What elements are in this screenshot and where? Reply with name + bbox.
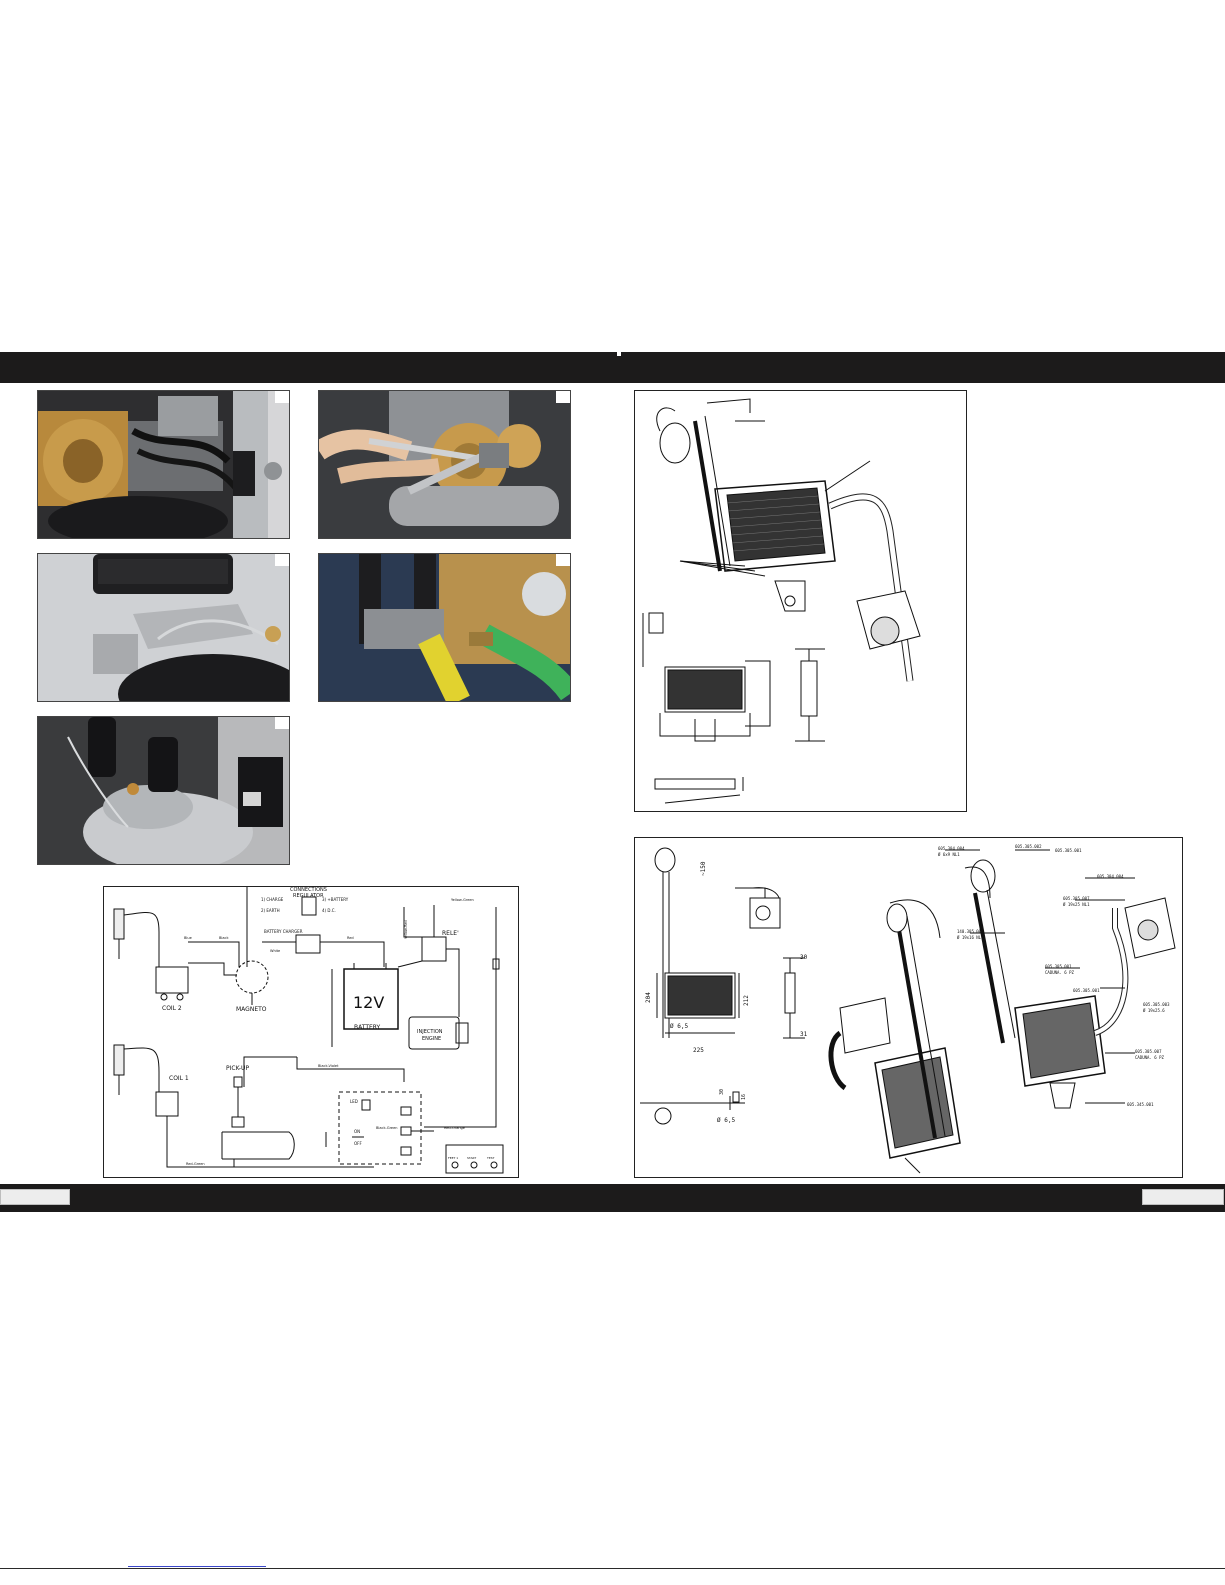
wire-black-green-label: Black-Green <box>376 1126 397 1130</box>
dim-204: 204 <box>645 992 652 1003</box>
wire-yellow-red-label: Yellow-Red <box>404 920 408 939</box>
wiring-earth-label: 2) EARTH <box>261 908 280 913</box>
legend-start-label: START <box>467 1156 476 1160</box>
part-605305007-a-spec: Ø 19x25 NL1 <box>1063 902 1090 907</box>
dim-d65b: Ø 6,5 <box>717 1117 735 1124</box>
dim-30: 30 <box>800 954 808 961</box>
wiring-battery-label: BATTERY <box>354 1024 381 1031</box>
legend-test-label: TEST <box>486 1156 495 1160</box>
part-605304004-b: 605.304.004 <box>1097 874 1124 879</box>
wiring-off-label: OFF <box>354 1141 362 1146</box>
radiator-drawing-bottom: ~150 204 212 30 31 225 Ø 6,5 Ø 6,5 30 16… <box>634 837 1183 1178</box>
wiring-pickup-label: PICK-UP <box>226 1065 249 1072</box>
part-605305002: 605.305.002 <box>1015 844 1042 849</box>
wiring-rele-label: RELE' <box>442 930 459 937</box>
wiring-led-label: LED <box>350 1099 358 1104</box>
dim-212: 212 <box>743 995 750 1006</box>
part-605305007-b-spec: CADUNA. 6 PZ <box>1135 1055 1164 1060</box>
page-bottom-rule <box>0 1568 1225 1569</box>
wiring-diagram-svg: CONNECTIONS REGULATOR 1) CHARGE 2) EARTH… <box>113 887 504 1174</box>
part-605305007-b: 605.305.007 <box>1135 1049 1162 1054</box>
wiring-magneto-label: MAGNETO <box>236 1006 267 1013</box>
photo-radiator-mount <box>37 553 290 702</box>
radiator-drawing-bottom-svg: ~150 204 212 30 31 225 Ø 6,5 Ø 6,5 30 16… <box>640 844 1176 1174</box>
photo-radiator-mount-image <box>38 554 289 701</box>
photo-water-hoses <box>318 553 571 702</box>
wiring-on-label: ON <box>354 1129 360 1134</box>
part-605305001-b-spec: CADUNA. 6 PZ <box>1045 970 1074 975</box>
dim-150: ~150 <box>700 861 707 876</box>
page-tab-left <box>0 1189 70 1205</box>
wire-white-label: White <box>270 949 280 953</box>
header-band <box>0 352 1225 383</box>
part-605345001: 605.345.001 <box>1127 1102 1154 1107</box>
photo-corner-mark <box>556 554 570 566</box>
photo-corner-mark <box>556 391 570 403</box>
wire-yellow-green-label: Yellow-Green <box>451 898 474 902</box>
radiator-drawing-top-svg <box>642 398 921 804</box>
part-605305003-spec: Ø 19x25.6 <box>1143 1008 1165 1013</box>
wire-black-label: Black <box>219 936 229 940</box>
dim-d65: Ø 6,5 <box>670 1023 688 1030</box>
part-605305001-b: 605.305.001 <box>1045 964 1072 969</box>
wiring-engine-label: ENGINE <box>422 1036 441 1042</box>
part-140305001-spec: Ø 19x16 NL1 <box>957 935 984 940</box>
wiring-charge-label: 1) CHARGE <box>261 897 284 902</box>
wiring-injection-label: INJECTION <box>417 1029 443 1035</box>
part-605304004-a: 605.304.004 <box>938 846 965 851</box>
page-tab-right <box>1142 1189 1224 1205</box>
dim-30b: 30 <box>719 1089 725 1095</box>
wire-red-label: Red <box>347 936 354 940</box>
wiring-battery-terminal-label: 3) +BATTERY <box>322 897 349 902</box>
wire-blue-label: Blue <box>184 936 192 940</box>
wiring-dc-terminal-label: 4) D.C. <box>322 908 336 913</box>
photo-starter-motor-image <box>38 391 289 538</box>
wire-red-green-label: Red-Green <box>186 1162 205 1166</box>
part-605305001-c: 605.305.001 <box>1073 988 1100 993</box>
part-605304004-a-spec: Ø 6x9 NL1 <box>938 852 960 857</box>
photo-water-hoses-image <box>319 554 570 701</box>
wire-red-orange-label: Red-Orange <box>444 1126 465 1130</box>
photo-corner-mark <box>275 554 289 566</box>
wiring-battery-volt: 12V <box>353 993 384 1012</box>
wiring-coil1-label: COIL 1 <box>169 1075 189 1082</box>
wiring-regulator-label: REGULATOR <box>293 893 324 899</box>
photo-cylinder-head-image <box>38 717 289 864</box>
radiator-drawing-top <box>634 390 967 812</box>
footer-band <box>0 1184 1225 1212</box>
header-band-split <box>617 352 621 356</box>
photo-corner-mark <box>275 717 289 729</box>
part-605305001-a: 605.305.001 <box>1055 848 1082 853</box>
photo-corner-mark <box>275 391 289 403</box>
photo-starter-motor <box>37 390 290 539</box>
wiring-coil2-label: COIL 2 <box>162 1005 182 1012</box>
wire-black-violet-label: Black-Violet <box>318 1064 339 1068</box>
wiring-diagram: CONNECTIONS REGULATOR 1) CHARGE 2) EARTH… <box>103 886 519 1178</box>
part-140305001: 140.305.001 <box>957 929 984 934</box>
wiring-battery-charger-label: BATTERY CHARGER <box>264 929 303 934</box>
legend-feet-label: FEET 1 <box>448 1156 458 1160</box>
photo-cylinder-head <box>37 716 290 865</box>
dim-225: 225 <box>693 1047 704 1054</box>
dim-31: 31 <box>800 1031 808 1038</box>
part-605305003: 605.305.003 <box>1143 1002 1170 1007</box>
photo-wrench-clutch-image <box>319 391 570 538</box>
photo-wrench-clutch <box>318 390 571 539</box>
part-605305007-a: 605.305.007 <box>1063 896 1090 901</box>
footnote-link-underline <box>128 1566 266 1567</box>
dim-16: 16 <box>741 1094 747 1100</box>
wiring-connections-title: CONNECTIONS <box>290 887 327 893</box>
